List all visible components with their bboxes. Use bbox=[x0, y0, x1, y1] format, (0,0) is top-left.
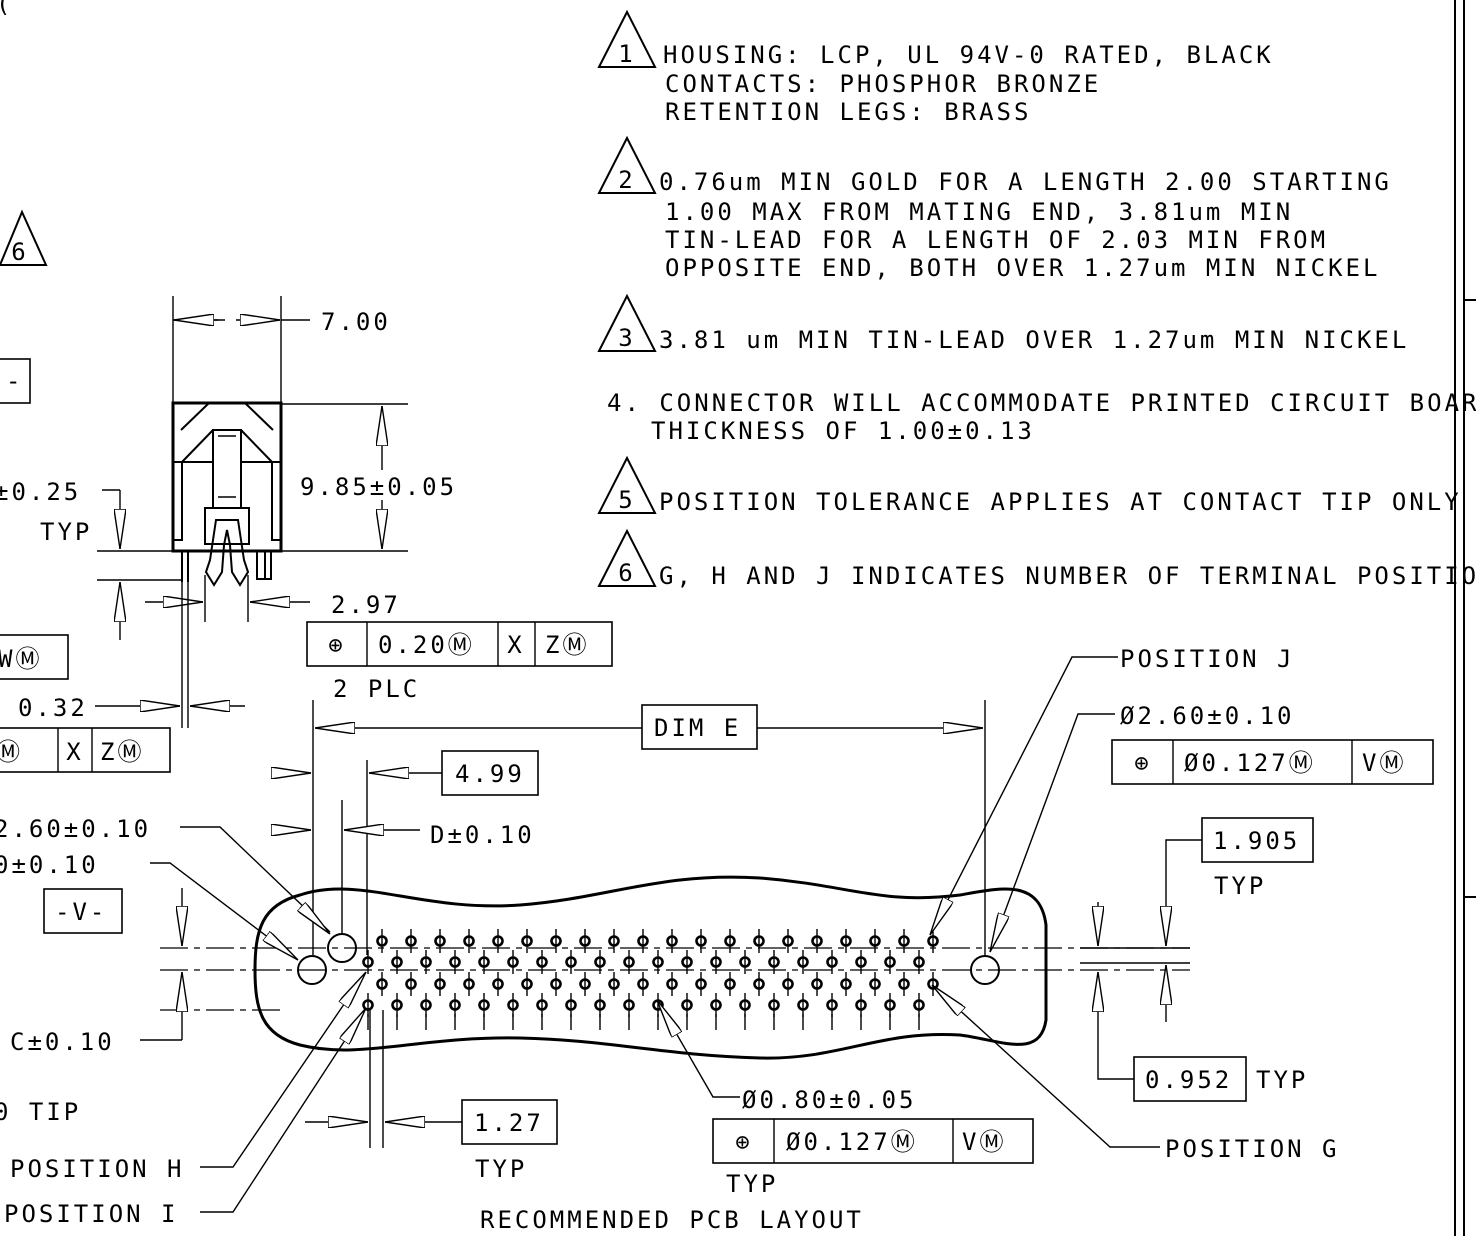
partial-corner-mark: ( bbox=[0, 0, 13, 18]
note-2: 2 0.76um MIN GOLD FOR A LENGTH 2.00 STAR… bbox=[597, 135, 1392, 282]
dim-tail-typ: TYP bbox=[40, 518, 92, 546]
left-partial-elements: ( 6 - bbox=[0, 0, 48, 404]
notes-block: 1 HOUSING: LCP, UL 94V-0 RATED, BLACK CO… bbox=[597, 9, 1476, 590]
dim-9-85: 9.85±0.05 bbox=[300, 473, 457, 501]
side-view: 7.00 9.85±0.05 ±0.25 bbox=[0, 296, 613, 773]
note-flag-5 bbox=[597, 455, 657, 514]
position-j: POSITION J bbox=[1120, 645, 1295, 673]
note-4-line-1: 4. CONNECTOR WILL ACCOMMODATE PRINTED CI… bbox=[607, 389, 1476, 417]
note-2-line-4: OPPOSITE END, BOTH OVER 1.27um MIN NICKE… bbox=[665, 254, 1380, 282]
fcf-position-tolerance: 0.20Ⓜ bbox=[378, 631, 475, 659]
dim-c: C±0.10 bbox=[10, 1028, 115, 1056]
note-6: 6 G, H AND J INDICATES NUMBER OF TERMINA… bbox=[597, 528, 1476, 590]
mount-hole-right bbox=[970, 955, 1000, 985]
partial-datum-text: - bbox=[6, 367, 23, 395]
note-5: 5 POSITION TOLERANCE APPLIES AT CONTACT … bbox=[597, 455, 1462, 516]
pcb-layout-title: RECOMMENDED PCB LAYOUT bbox=[480, 1206, 864, 1234]
fcf-pin-symbol: ⊕ bbox=[735, 1128, 752, 1156]
dim-2-97: 2.97 bbox=[331, 591, 401, 619]
note-flag-6 bbox=[597, 528, 657, 587]
dim-0-952: 0.952 bbox=[1145, 1066, 1232, 1094]
fcf-hole-datum: VⓂ bbox=[1362, 749, 1406, 777]
dim-1-905-typ: TYP bbox=[1214, 872, 1266, 900]
position-h: POSITION H bbox=[10, 1155, 185, 1183]
note-flag-1-number: 1 bbox=[618, 40, 635, 68]
note-6-line-1: G, H AND J INDICATES NUMBER OF TERMINAL … bbox=[659, 562, 1476, 590]
dim-d: D±0.10 bbox=[430, 821, 535, 849]
note-1-line-3: RETENTION LEGS: BRASS bbox=[665, 98, 1031, 126]
fcf-note-2-plc: 2 PLC bbox=[333, 675, 420, 703]
note-2-line-1: 0.76um MIN GOLD FOR A LENGTH 2.00 STARTI… bbox=[659, 168, 1392, 196]
dim-1-27: 1.27 bbox=[474, 1109, 544, 1137]
fcf-position-0-20: ⊕ 0.20Ⓜ X ZⓂ bbox=[306, 621, 613, 667]
sheet-frame bbox=[1454, 0, 1476, 1236]
note-1-line-2: CONTACTS: PHOSPHOR BRONZE bbox=[665, 70, 1101, 98]
partial-datum-box bbox=[0, 358, 31, 404]
partial-tip-text: 0 TIP bbox=[0, 1098, 81, 1126]
fcf-left-w: WⓂ bbox=[0, 645, 42, 673]
flag-6-left-number: 6 bbox=[11, 238, 28, 266]
flag-6-left bbox=[0, 209, 48, 266]
fcf-left-tol: Ⓜ bbox=[0, 738, 23, 766]
dim-0-32: 0.32 bbox=[18, 694, 88, 722]
note-flag-5-number: 5 bbox=[618, 486, 635, 514]
note-flag-3 bbox=[597, 293, 657, 352]
note-flag-3-number: 3 bbox=[618, 324, 635, 352]
note-1-line-1: HOUSING: LCP, UL 94V-0 RATED, BLACK bbox=[663, 41, 1274, 69]
fcf-left-datum-1: X bbox=[66, 738, 83, 766]
position-g: POSITION G bbox=[1165, 1135, 1340, 1163]
fcf-hole-symbol: ⊕ bbox=[1134, 749, 1151, 777]
pcb-outline bbox=[253, 875, 1048, 1060]
fcf-position-symbol: ⊕ bbox=[328, 631, 345, 659]
fcf-position-datum-1: X bbox=[507, 631, 524, 659]
datum-v-box bbox=[43, 888, 123, 934]
hole-diameter: Ø2.60±0.10 bbox=[1120, 702, 1295, 730]
note-2-line-2: 1.00 MAX FROM MATING END, 3.81um MIN bbox=[665, 198, 1293, 226]
pin-array bbox=[362, 929, 939, 1030]
note-5-line-1: POSITION TOLERANCE APPLIES AT CONTACT TI… bbox=[659, 488, 1462, 516]
note-flag-6-number: 6 bbox=[618, 559, 635, 587]
dim-4-99: 4.99 bbox=[455, 760, 525, 788]
note-1: 1 HOUSING: LCP, UL 94V-0 RATED, BLACK CO… bbox=[597, 9, 1274, 126]
fcf-pin: ⊕ Ø0.127Ⓜ VⓂ bbox=[712, 1118, 1034, 1164]
fcf-position-datum-2: ZⓂ bbox=[545, 631, 589, 659]
dim-tail-0-25: ±0.25 bbox=[0, 478, 81, 506]
position-i: POSITION I bbox=[4, 1200, 179, 1228]
dim-1-905: 1.905 bbox=[1213, 827, 1300, 855]
fcf-pin-tolerance: Ø0.127Ⓜ bbox=[786, 1128, 918, 1156]
note-flag-2-number: 2 bbox=[618, 166, 635, 194]
dim-1-27-typ: TYP bbox=[475, 1155, 527, 1183]
dim-0-952-typ: TYP bbox=[1256, 1066, 1308, 1094]
fcf-left-partial-w: WⓂ bbox=[0, 634, 69, 680]
fcf-hole: ⊕ Ø0.127Ⓜ VⓂ bbox=[1111, 739, 1434, 785]
note-4-line-2: THICKNESS OF 1.00±0.13 bbox=[651, 417, 1035, 445]
dim-2-60-left: 2.60±0.10 bbox=[0, 815, 151, 843]
dim-0-10-left: 0±0.10 bbox=[0, 851, 99, 879]
fcf-pin-datum: VⓂ bbox=[962, 1128, 1006, 1156]
datum-v: -V- bbox=[55, 898, 107, 926]
note-4: 4. CONNECTOR WILL ACCOMMODATE PRINTED CI… bbox=[607, 389, 1476, 445]
dim-e: DIM E bbox=[654, 714, 741, 742]
fcf-pin-typ: TYP bbox=[726, 1170, 778, 1198]
note-3: 3 3.81 um MIN TIN-LEAD OVER 1.27um MIN N… bbox=[597, 293, 1409, 354]
fcf-left-partial-xz: Ⓜ X ZⓂ bbox=[0, 727, 171, 773]
fcf-left-datum-2: ZⓂ bbox=[100, 738, 144, 766]
mount-hole-left-lower bbox=[297, 955, 327, 985]
pcb-layout: DIM E 4.99 D±0.10 2.60±0.10 0±0.10 -V- C… bbox=[0, 645, 1434, 1234]
fcf-hole-tolerance: Ø0.127Ⓜ bbox=[1184, 749, 1316, 777]
dim-7-00: 7.00 bbox=[321, 308, 391, 336]
note-flag-1 bbox=[597, 9, 657, 68]
note-2-line-3: TIN-LEAD FOR A LENGTH OF 2.03 MIN FROM bbox=[665, 226, 1328, 254]
note-3-line-1: 3.81 um MIN TIN-LEAD OVER 1.27um MIN NIC… bbox=[659, 326, 1409, 354]
pin-diameter: Ø0.80±0.05 bbox=[742, 1086, 917, 1114]
note-flag-2 bbox=[597, 135, 657, 194]
